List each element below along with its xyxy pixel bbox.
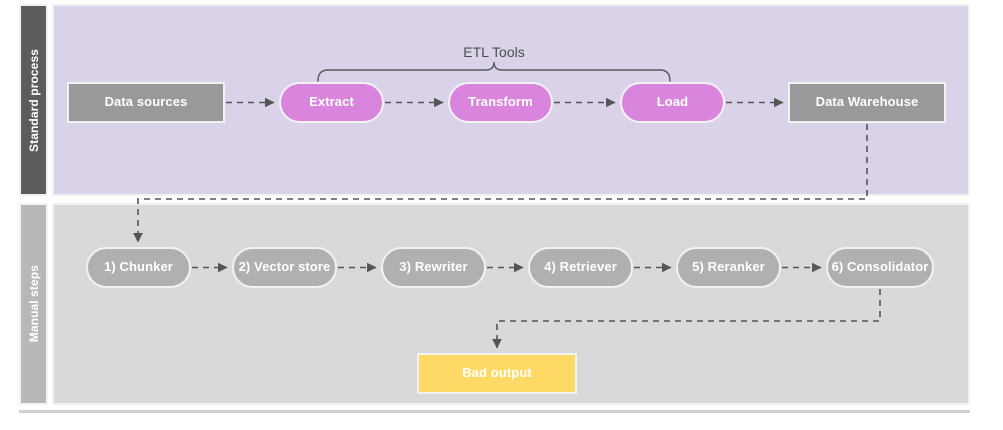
node-bad-output-label: Bad output bbox=[462, 365, 532, 381]
node-rewriter-label: 3) Rewriter bbox=[399, 259, 468, 275]
node-extract[interactable]: Extract bbox=[279, 82, 384, 123]
node-transform[interactable]: Transform bbox=[448, 82, 553, 123]
bottom-divider-rule bbox=[19, 410, 970, 413]
node-data-warehouse-label: Data Warehouse bbox=[815, 94, 919, 110]
lane-manual-steps-label-band: Manual steps bbox=[19, 203, 48, 405]
node-rewriter[interactable]: 3) Rewriter bbox=[381, 247, 486, 288]
node-chunker[interactable]: 1) Chunker bbox=[86, 247, 191, 288]
node-retriever-label: 4) Retriever bbox=[544, 259, 617, 275]
node-consolidator-label: 6) Consolidator bbox=[831, 259, 929, 275]
node-chunker-label: 1) Chunker bbox=[104, 259, 173, 275]
lane-standard-process-label-band: Standard process bbox=[19, 4, 48, 196]
node-reranker[interactable]: 5) Reranker bbox=[676, 247, 781, 288]
edge-consolidator-to-bad-output bbox=[492, 289, 881, 349]
lane-manual-steps-body bbox=[52, 203, 970, 405]
node-vector-store-label: 2) Vector store bbox=[238, 259, 331, 275]
node-extract-label: Extract bbox=[309, 94, 354, 110]
node-load-label: Load bbox=[656, 94, 689, 110]
node-consolidator[interactable]: 6) Consolidator bbox=[826, 247, 934, 288]
etl-tools-label: ETL Tools bbox=[463, 44, 525, 60]
node-load[interactable]: Load bbox=[620, 82, 725, 123]
node-data-sources-label: Data sources bbox=[104, 94, 188, 110]
etl-tools-brace-path bbox=[317, 61, 671, 82]
node-data-warehouse[interactable]: Data Warehouse bbox=[788, 82, 946, 123]
node-vector-store[interactable]: 2) Vector store bbox=[232, 247, 337, 288]
node-bad-output[interactable]: Bad output bbox=[417, 353, 577, 394]
node-transform-label: Transform bbox=[468, 94, 533, 110]
node-retriever[interactable]: 4) Retriever bbox=[528, 247, 633, 288]
node-reranker-label: 5) Reranker bbox=[692, 259, 765, 275]
edge-data-warehouse-to-chunker bbox=[133, 124, 868, 243]
node-data-sources[interactable]: Data sources bbox=[67, 82, 225, 123]
